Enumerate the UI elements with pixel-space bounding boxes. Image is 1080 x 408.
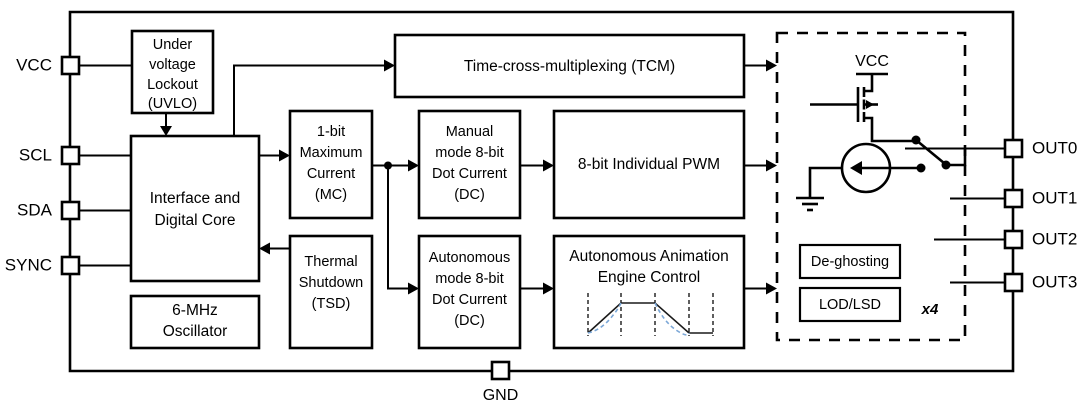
pin-label-out3: OUT3 (1032, 272, 1077, 291)
wire-mc-branch-down (387, 165, 408, 290)
arrow-manual-dc-to-pwm (520, 159, 554, 172)
pin-out1[interactable]: OUT1 (1003, 188, 1077, 209)
arrow-pwm-to-stage (744, 159, 777, 172)
block-oscillator[interactable]: 6-MHz Oscillator (129, 294, 261, 350)
pin-label-sync: SYNC (5, 255, 52, 274)
manual-dc-line-1: Manual (446, 124, 494, 140)
arrow-auto-dc-to-anim (520, 282, 554, 295)
manual-dc-line-3: Dot Current (432, 166, 507, 182)
output-stage-vcc-label: VCC (855, 53, 889, 70)
auto-dc-line-4: (DC) (454, 313, 485, 329)
arrow-uvlo-to-core (160, 113, 172, 136)
block-de-ghosting[interactable]: De-ghosting (798, 243, 902, 280)
arrow-tcm-to-stage (766, 59, 777, 72)
pmos-transistor-icon (810, 87, 878, 131)
switch-icon (911, 135, 951, 170)
uvlo-line-2: voltage (149, 57, 196, 73)
arrow-mc-to-manual-dc (408, 159, 419, 172)
block-uvlo[interactable]: Under voltage Lockout (UVLO) (130, 29, 215, 115)
arrow-core-to-mc (259, 149, 290, 162)
anim-line-1: Autonomous Animation (569, 248, 728, 265)
core-line-1: Interface and (150, 190, 240, 207)
pin-out0[interactable]: OUT0 (1003, 138, 1077, 159)
wire-switch-to-out0 (946, 148, 967, 167)
osc-line-2: Oscillator (163, 323, 228, 340)
output-stage-boundary (775, 31, 967, 342)
tsd-line-2: Shutdown (299, 275, 364, 291)
uvlo-line-1: Under (153, 37, 193, 53)
block-individual-pwm[interactable]: 8-bit Individual PWM (552, 109, 746, 220)
mc-line-3: Current (307, 166, 355, 182)
wire-core-to-tcm (233, 64, 384, 136)
auto-dc-line-1: Autonomous (429, 250, 510, 266)
block-interface-digital-core[interactable]: Interface and Digital Core (129, 134, 261, 283)
manual-dc-line-2: mode 8-bit (435, 145, 504, 161)
pin-vcc[interactable]: VCC (16, 55, 81, 76)
block-animation-engine[interactable]: Autonomous Animation Engine Control (552, 234, 746, 350)
manual-dc-line-4: (DC) (454, 187, 485, 203)
tsd-line-3: (TSD) (312, 296, 351, 312)
block-manual-dot-current[interactable]: Manual mode 8-bit Dot Current (DC) (417, 109, 522, 220)
pin-label-sda: SDA (17, 200, 53, 219)
uvlo-line-4: (UVLO) (148, 96, 197, 112)
anim-line-2: Engine Control (598, 269, 701, 286)
arrow-mc-to-auto-dc (408, 282, 419, 295)
osc-line-1: 6-MHz (172, 302, 218, 319)
output-stage-multiplier-label: x4 (921, 301, 939, 318)
wire-transistor-to-switch (870, 131, 915, 143)
arrow-tsd-to-core (259, 242, 290, 255)
mc-line-1: 1-bit (317, 124, 345, 140)
pin-out3[interactable]: OUT3 (1003, 272, 1077, 293)
pin-label-out1: OUT1 (1032, 188, 1077, 207)
pin-gnd[interactable]: GND (483, 360, 519, 404)
tsd-line-1: Thermal (304, 254, 357, 270)
pwm-line-1: 8-bit Individual PWM (578, 156, 720, 173)
pin-label-scl: SCL (19, 145, 52, 164)
pin-sda[interactable]: SDA (17, 200, 81, 221)
animation-waveform-graphic (587, 293, 714, 336)
mc-line-2: Maximum (300, 145, 363, 161)
block-lod-lsd[interactable]: LOD/LSD (798, 286, 902, 323)
pin-scl[interactable]: SCL (19, 145, 81, 166)
core-line-2: Digital Core (155, 212, 236, 229)
deghost-line-1: De-ghosting (811, 254, 889, 270)
pin-label-vcc: VCC (16, 55, 52, 74)
pin-label-out2: OUT2 (1032, 229, 1077, 248)
pin-label-out0: OUT0 (1032, 138, 1077, 157)
pin-out2[interactable]: OUT2 (1003, 229, 1077, 250)
block-max-current[interactable]: 1-bit Maximum Current (MC) (288, 109, 374, 220)
tcm-line-1: Time-cross-multiplexing (TCM) (464, 58, 675, 75)
auto-dc-line-3: Dot Current (432, 292, 507, 308)
arrow-into-tcm (384, 59, 395, 72)
current-source-icon (808, 142, 926, 198)
lodlsd-line-1: LOD/LSD (819, 297, 881, 313)
pin-sync[interactable]: SYNC (5, 255, 81, 276)
block-thermal-shutdown[interactable]: Thermal Shutdown (TSD) (288, 234, 374, 350)
block-tcm[interactable]: Time-cross-multiplexing (TCM) (393, 33, 746, 99)
ground-icon (796, 196, 824, 212)
auto-dc-line-2: mode 8-bit (435, 271, 504, 287)
pin-label-gnd: GND (483, 387, 519, 404)
chip-boundary (68, 10, 1015, 373)
uvlo-line-3: Lockout (147, 77, 198, 93)
mc-line-4: (MC) (315, 187, 347, 203)
block-auto-dot-current[interactable]: Autonomous mode 8-bit Dot Current (DC) (417, 234, 522, 350)
arrow-anim-to-stage (744, 282, 777, 295)
